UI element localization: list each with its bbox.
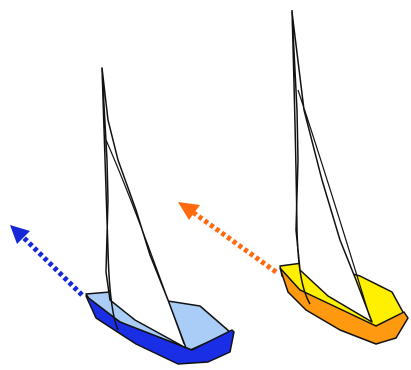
orange-arrow-head xyxy=(178,202,200,220)
orange-arrow-shaft xyxy=(192,210,278,275)
blue-sail xyxy=(101,67,187,349)
orange-jib-line xyxy=(297,89,371,319)
blue-direction-arrow xyxy=(10,225,84,297)
orange-hull xyxy=(279,267,409,345)
orange-sail xyxy=(291,11,373,323)
orange-sailboat xyxy=(178,9,409,345)
blue-arrow-shaft xyxy=(22,236,84,297)
blue-jib-line xyxy=(105,139,185,345)
blue-arrow-head xyxy=(10,225,30,244)
orange-mast xyxy=(291,9,311,305)
blue-mast xyxy=(101,67,119,331)
blue-sailboat xyxy=(10,67,235,365)
orange-direction-arrow xyxy=(178,202,278,275)
blue-hull xyxy=(85,295,235,365)
